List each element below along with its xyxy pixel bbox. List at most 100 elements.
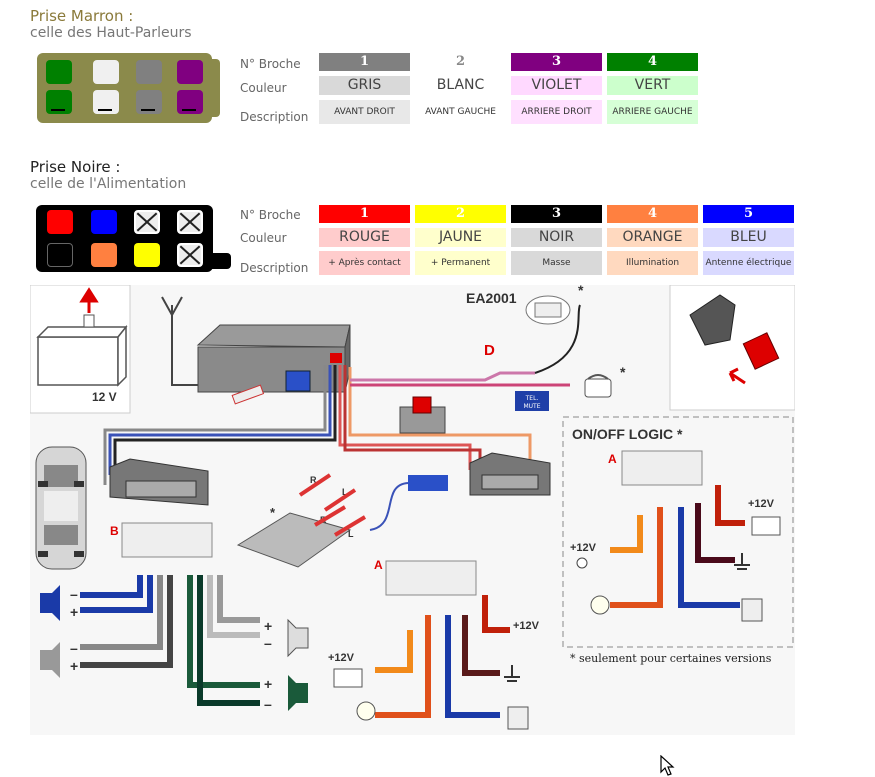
maroon-pin-number-2: 2: [415, 53, 506, 71]
maroon-pin-number-3: 3: [511, 53, 602, 71]
maroon-pin-color-2: BLANC: [415, 76, 506, 95]
ea2001-label: EA2001: [466, 290, 517, 306]
phone-asterisk: *: [620, 364, 626, 380]
black-connector: [36, 205, 231, 272]
label-l-1: L: [342, 487, 348, 497]
black-pin-number-2: 2: [415, 205, 506, 223]
label-a-bottom: A: [374, 558, 383, 572]
wiring-diagram: 12 V EA2001 * D * TE: [30, 285, 795, 735]
black-desc-label: Description: [240, 261, 309, 275]
black-pin-number-3: 3: [511, 205, 602, 223]
pin-strip-a-onoff: [621, 450, 703, 486]
pin-yellow: [134, 243, 160, 267]
antenna-motor-icon-bottom: [507, 706, 529, 730]
maroon-subtitle: celle des Haut-Parleurs: [30, 25, 192, 41]
battery-voltage-label: 12 V: [92, 390, 117, 404]
battery-small-icon-onoff: [751, 516, 781, 536]
black-pin-color-5: BLEU: [703, 228, 794, 247]
maroon-desc-label: Description: [240, 110, 309, 124]
steering-remote-icon: [525, 295, 571, 325]
pin-black: [47, 243, 73, 267]
plug-icon: [689, 294, 780, 385]
car-radio-unit: [196, 324, 351, 393]
fr-minus: –: [264, 635, 272, 651]
pin-unused-3: [177, 243, 203, 267]
black-subtitle: celle de l'Alimentation: [30, 176, 187, 192]
pin-violet-bottom: [177, 90, 203, 114]
black-pin-desc-2: + Permanent: [415, 251, 506, 275]
black-pin-number-4: 4: [607, 205, 698, 223]
phone-icon: [584, 374, 612, 398]
black-pin-number-1: 1: [319, 205, 410, 223]
antenna-icon: [161, 296, 202, 386]
onoff-title: ON/OFF LOGIC *: [572, 426, 683, 442]
ea2001-asterisk: *: [578, 285, 584, 298]
pin-green-bottom: [46, 90, 72, 114]
black-color-label: Couleur: [240, 231, 287, 245]
pin-strip-a-bottom: [385, 560, 477, 596]
pin-violet-top: [177, 60, 203, 84]
black-pin-color-1: ROUGE: [319, 228, 410, 247]
speaker-front-right-icon: [287, 618, 309, 658]
black-pin-color-4: ORANGE: [607, 228, 698, 247]
black-pin-desc-4: Illumination: [607, 251, 698, 275]
tel-mute-badge: TEL. MUTE: [515, 391, 549, 411]
bulb-icon-onoff: [590, 595, 610, 615]
black-title: Prise Noire :: [30, 158, 121, 176]
maroon-pin-number-1: 1: [319, 53, 410, 71]
maroon-color-label: Couleur: [240, 81, 287, 95]
pin-blue: [91, 210, 117, 234]
plus12v-bottom-right: +12V: [513, 620, 540, 632]
blue-relay-icon: [408, 475, 448, 491]
maroon-pin-desc-2: AVANT GAUCHE: [415, 100, 506, 124]
iso-socket-icon: [399, 396, 446, 434]
black-pin-desc-5: Antenne électrique: [703, 251, 794, 275]
pin-orange: [91, 243, 117, 267]
label-d: D: [484, 342, 495, 359]
svg-text:TEL.: TEL.: [525, 395, 539, 402]
connector-block-left: [109, 458, 209, 506]
plus12v-onoff-right: +12V: [748, 498, 775, 510]
pin-strip-b: [121, 522, 213, 558]
pin-white-bottom: [93, 90, 119, 114]
fl-minus: –: [70, 586, 78, 602]
svg-text:MUTE: MUTE: [523, 403, 540, 410]
speaker-rear-right-icon: [288, 675, 308, 711]
blue-module-icon: [285, 370, 311, 392]
key-icon-onoff: [576, 557, 588, 569]
antenna-motor-icon-onoff: [741, 598, 763, 622]
label-a-onoff: A: [608, 452, 617, 466]
maroon-connector: [37, 53, 220, 123]
mouse-cursor-icon: [660, 755, 675, 776]
black-pin-color-2: JAUNE: [415, 228, 506, 247]
pin-red: [47, 210, 73, 234]
plus12v-bottom-left: +12V: [328, 652, 355, 664]
rl-minus: –: [70, 640, 78, 656]
black-pin-number-5: 5: [703, 205, 794, 223]
plus12v-onoff-left: +12V: [570, 542, 597, 554]
ground-icon-onoff: [734, 553, 750, 570]
rr-minus: –: [264, 696, 272, 712]
maroon-title: Prise Marron :: [30, 7, 134, 25]
pin-green-top: [46, 60, 72, 84]
battery-icon: [36, 287, 128, 387]
battery-small-icon-bottom: [333, 668, 363, 688]
maroon-pin-color-1: GRIS: [319, 76, 410, 95]
pin-unused-1: [134, 210, 160, 234]
onoff-logic-box: [562, 416, 794, 648]
label-r-1: R: [310, 475, 317, 485]
pin-unused-2: [177, 210, 203, 234]
maroon-pin-number-4: 4: [607, 53, 698, 71]
pin-grey-top: [136, 60, 162, 84]
maroon-pin-color-3: VIOLET: [511, 76, 602, 95]
fl-plus: +: [70, 604, 78, 620]
connector-block-right: [469, 452, 551, 496]
car-icon: [35, 446, 87, 570]
pin-grey-bottom: [136, 90, 162, 114]
label-l-2: L: [348, 529, 354, 539]
black-pin-color-3: NOIR: [511, 228, 602, 247]
maroon-pin-desc-3: ARRIERE DROIT: [511, 100, 602, 124]
ground-icon-bottom: [504, 665, 520, 682]
amplifier-asterisk: *: [270, 505, 276, 520]
maroon-pin-desc-4: ARRIERE GAUCHE: [607, 100, 698, 124]
